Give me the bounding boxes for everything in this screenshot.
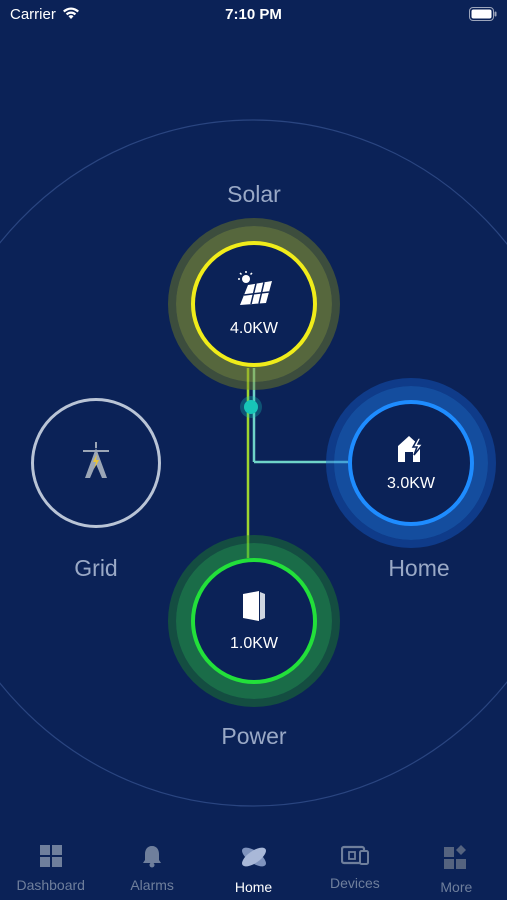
home-node[interactable]: 3.0KW	[334, 386, 488, 540]
devices-icon	[340, 844, 369, 871]
solar-label: Solar	[227, 181, 281, 207]
tab-alarms-label: Alarms	[130, 877, 174, 893]
tab-home-label: Home	[234, 879, 273, 895]
solar-value: 4.0KW	[229, 319, 278, 337]
tab-more-label: More	[440, 879, 473, 895]
power-node[interactable]: 1.0KW	[176, 543, 332, 699]
more-icon	[443, 844, 469, 875]
clock: 7:10 PM	[225, 6, 282, 23]
power-value: 1.0KW	[229, 634, 278, 652]
carrier-label: Carrier	[10, 6, 56, 23]
home-node-inner: 3.0KW	[348, 400, 474, 526]
house-icon	[396, 434, 426, 467]
inverter-icon	[241, 590, 267, 627]
bell-icon	[140, 844, 164, 873]
tab-devices[interactable]: Devices	[304, 836, 405, 900]
status-bar: Carrier 7:10 PM	[0, 0, 507, 30]
power-node-inner: 1.0KW	[191, 558, 317, 684]
power-label: Power	[221, 723, 287, 749]
power-tower-icon	[81, 441, 111, 485]
tab-dashboard-label: Dashboard	[16, 877, 85, 893]
home-logo-icon	[239, 844, 269, 875]
solar-node[interactable]: 4.0KW	[176, 226, 332, 382]
solar-panel-icon	[234, 270, 274, 312]
solar-node-inner: 4.0KW	[191, 241, 317, 367]
tab-dashboard[interactable]: Dashboard	[0, 836, 101, 900]
tab-bar: Dashboard Alarms Home Devices	[0, 836, 507, 900]
tab-devices-label: Devices	[330, 875, 380, 891]
home-label: Home	[388, 555, 450, 581]
grid-label: Grid	[74, 555, 118, 581]
dashboard-icon	[39, 844, 63, 873]
tab-more[interactable]: More	[406, 836, 507, 900]
wifi-icon	[62, 6, 80, 25]
grid-node[interactable]	[31, 398, 161, 528]
tab-home[interactable]: Home	[203, 836, 304, 900]
battery-icon	[469, 7, 497, 26]
tab-alarms[interactable]: Alarms	[101, 836, 202, 900]
home-value: 3.0KW	[386, 474, 435, 492]
